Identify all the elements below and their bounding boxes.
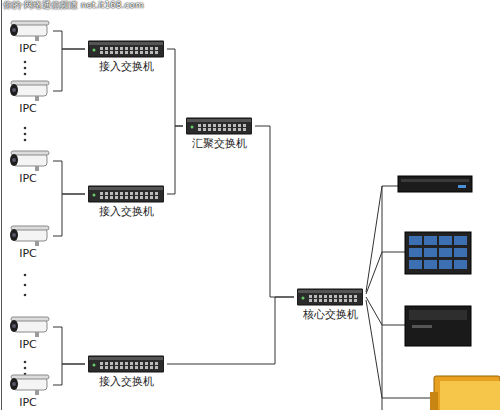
network-link [167, 126, 183, 194]
network-link [53, 364, 85, 385]
device-label: IPC [3, 172, 53, 185]
watermark: 你的·网络通信频道 net.it168.com [3, 0, 144, 11]
rack-server [398, 176, 472, 192]
camera-bus [1, 0, 2, 410]
network-switch: 接入交换机 [85, 183, 167, 218]
ip-camera: IPC [3, 150, 53, 185]
network-link [53, 49, 85, 91]
ip-camera: IPC [3, 20, 53, 55]
device-label: IPC [3, 42, 53, 55]
switch-label: 汇聚交换机 [183, 137, 255, 150]
network-link [53, 161, 85, 194]
network-switch: 接入交换机 [85, 38, 167, 73]
storage-array [405, 232, 471, 274]
network-link [167, 297, 294, 364]
camera-icon [5, 316, 51, 338]
ip-camera: IPC [3, 225, 53, 260]
ip-camera: IPC [3, 80, 53, 115]
camera-icon [5, 20, 51, 42]
switch-icon [297, 286, 363, 308]
server-wiring [366, 186, 432, 410]
desktop-pc [430, 376, 500, 410]
device-label: IPC [3, 102, 53, 115]
network-switch: 核心交换机 [294, 286, 366, 321]
ip-camera: IPC [3, 316, 53, 351]
nvr-recorder [405, 306, 471, 346]
network-switch: 汇聚交换机 [183, 115, 255, 150]
device-label: IPC [3, 396, 53, 409]
camera-icon [5, 374, 51, 396]
switch-label: 接入交换机 [85, 375, 167, 388]
switch-icon [88, 353, 164, 375]
network-link [53, 194, 85, 236]
network-link [53, 327, 85, 364]
switch-icon [88, 38, 164, 60]
camera-icon [5, 80, 51, 102]
network-link [255, 126, 294, 297]
switch-label: 接入交换机 [85, 60, 167, 73]
network-link [53, 31, 85, 49]
camera-icon [5, 150, 51, 172]
switch-icon [186, 115, 252, 137]
camera-icon [5, 225, 51, 247]
switch-label: 接入交换机 [85, 205, 167, 218]
device-label: IPC [3, 338, 53, 351]
ip-camera: IPC [3, 374, 53, 409]
network-switch: 接入交换机 [85, 353, 167, 388]
network-link [167, 49, 183, 126]
switch-icon [88, 183, 164, 205]
switch-label: 核心交换机 [294, 308, 366, 321]
device-label: IPC [3, 247, 53, 260]
